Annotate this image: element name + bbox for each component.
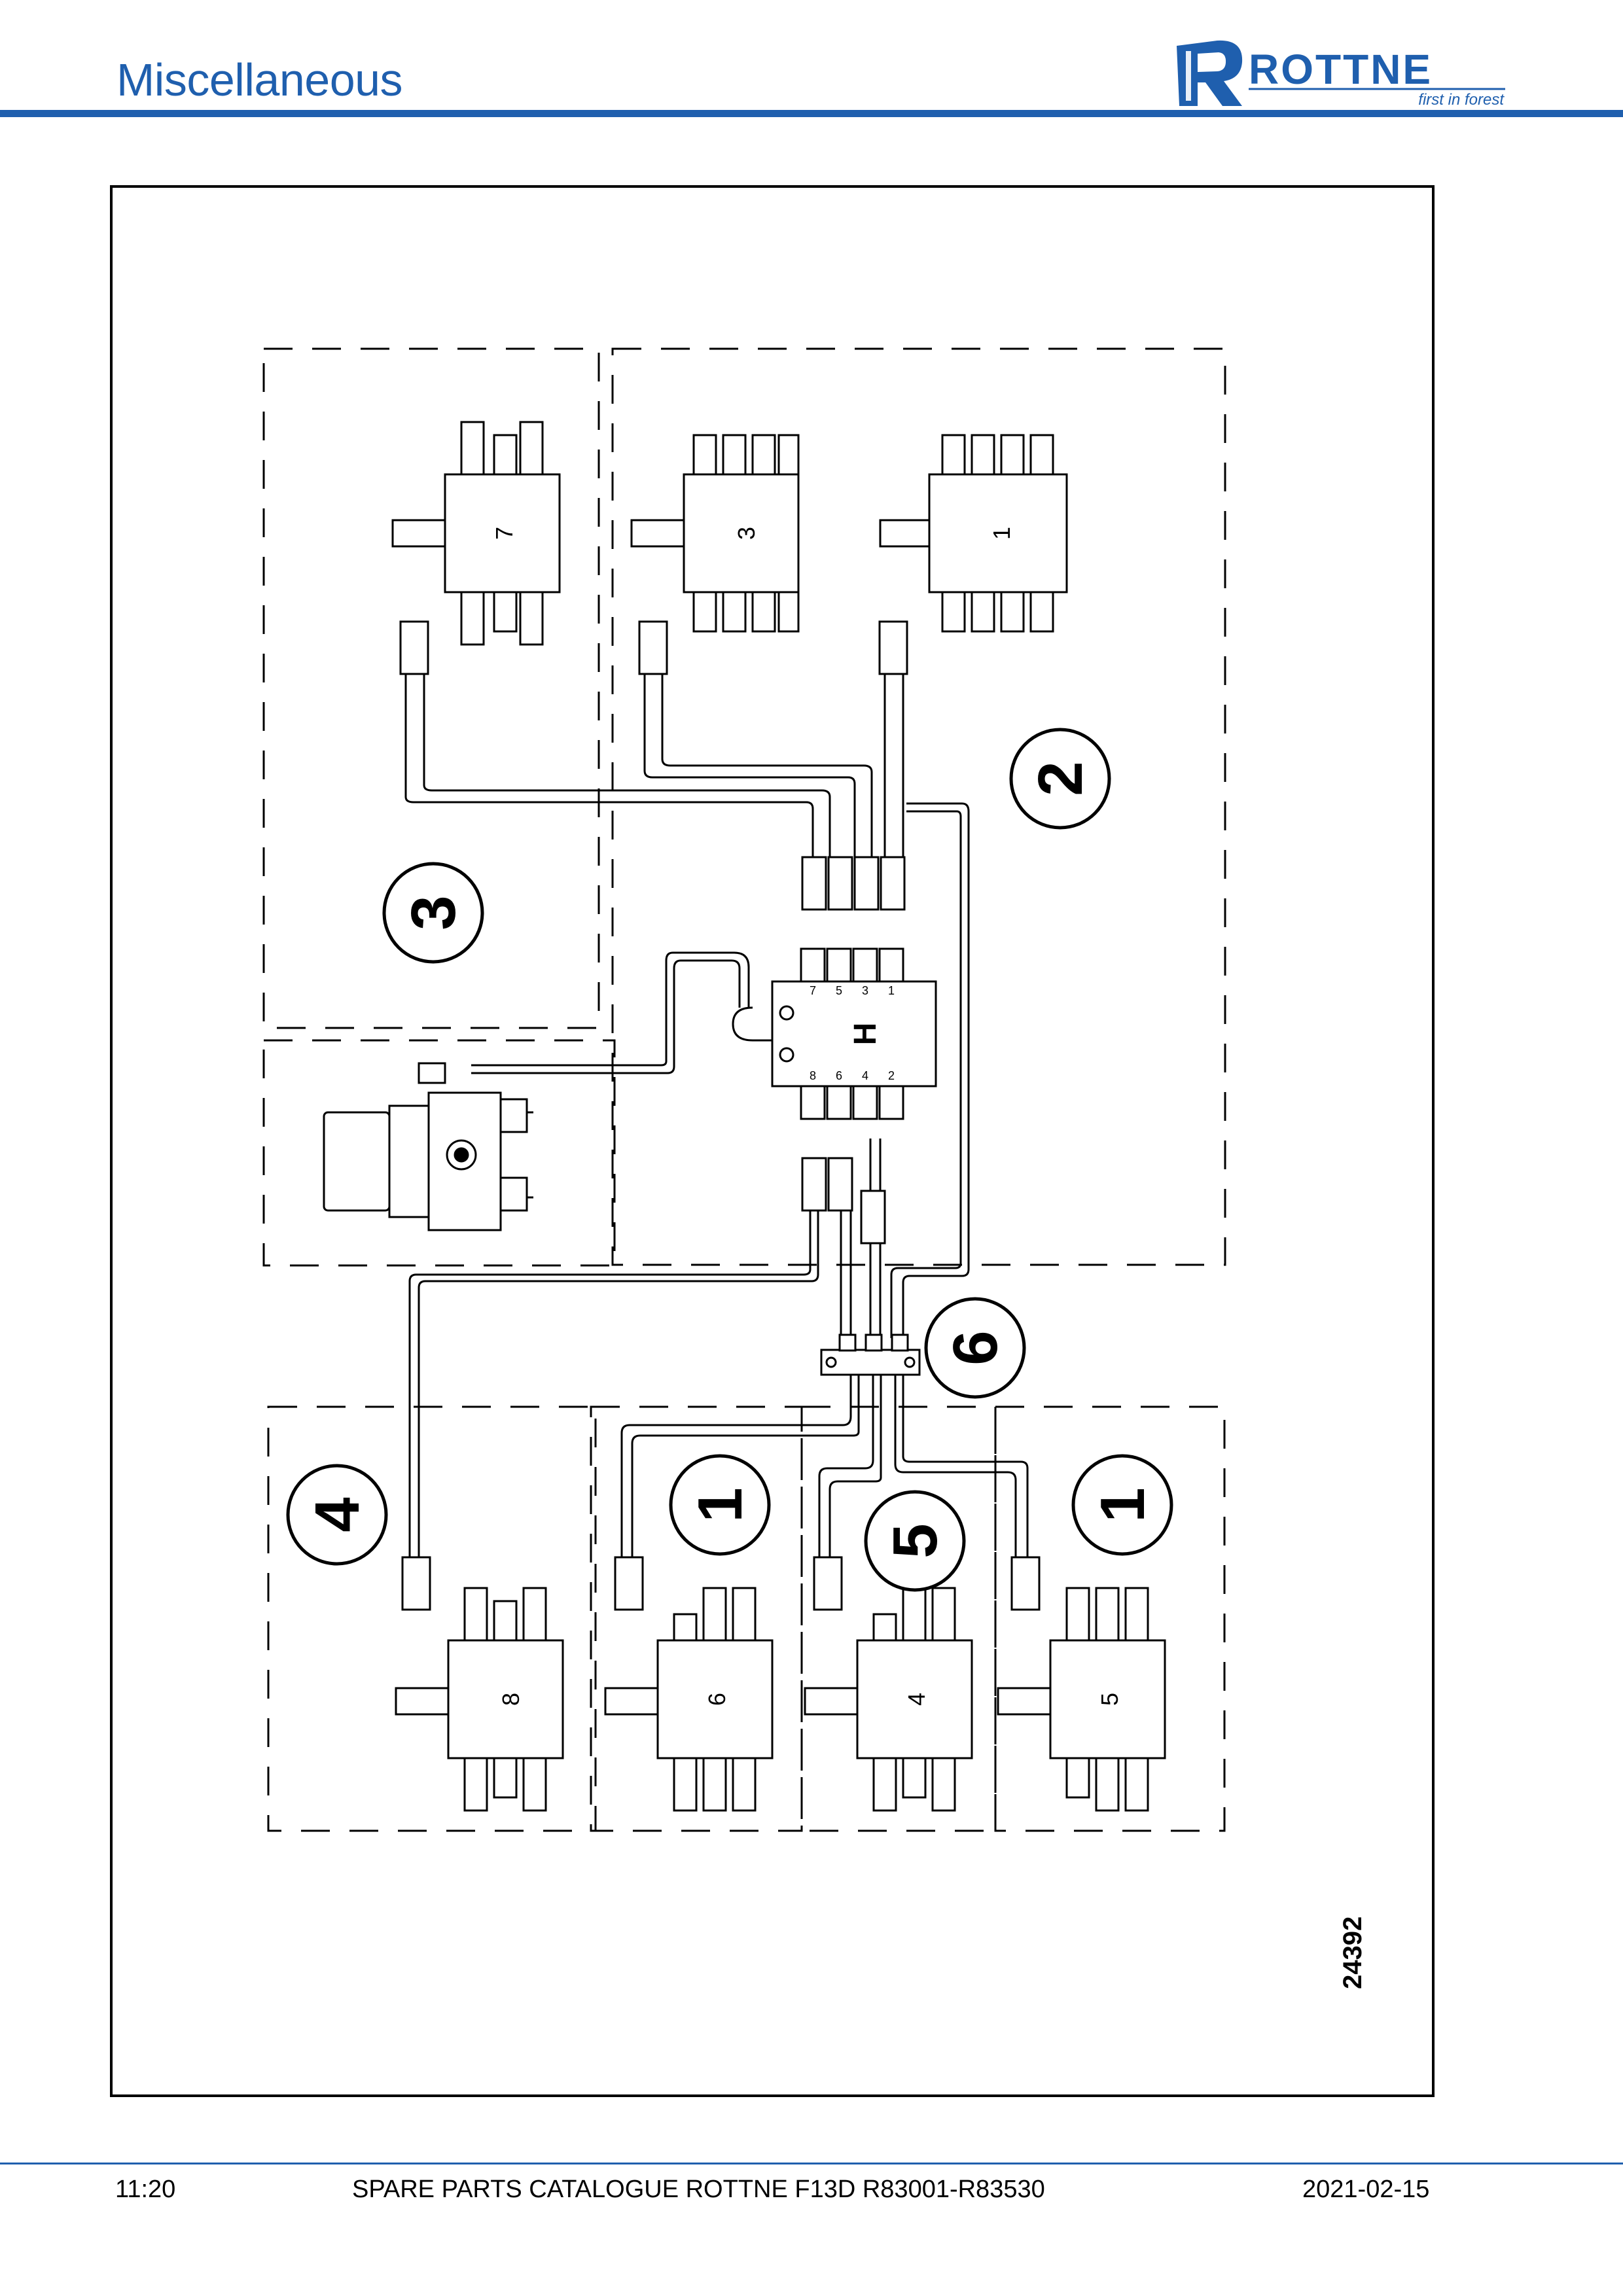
distributor-label-5: 5 xyxy=(1096,1693,1123,1706)
logo-mark-icon xyxy=(1177,40,1243,106)
group-label-3: 3 xyxy=(399,895,469,930)
brand-tagline: first in forest xyxy=(1418,91,1505,109)
distributor-label-6: 6 xyxy=(704,1693,730,1706)
header-divider xyxy=(0,110,1623,117)
inlet-elbows xyxy=(391,519,1052,1716)
block-fittings xyxy=(460,421,1149,1812)
splitter-block xyxy=(820,1333,921,1376)
group-4-boundary xyxy=(267,1405,597,1832)
group-1b-boundary xyxy=(994,1405,1226,1832)
document-date: 2021-02-15 xyxy=(1302,2176,1430,2203)
distributor-4 xyxy=(856,1639,973,1759)
distributor-blocks xyxy=(444,473,1166,1759)
port-number: 7 xyxy=(810,984,816,997)
distributor-label-8: 8 xyxy=(497,1693,524,1706)
group-label-2: 2 xyxy=(1026,761,1096,796)
group-1a-boundary xyxy=(590,1405,803,1832)
port-number: 8 xyxy=(810,1069,816,1082)
central-distributor-H xyxy=(732,947,937,1120)
drawing-number: 24392 xyxy=(1338,1916,1367,1989)
group-3-boundary xyxy=(262,347,600,1029)
group-label-4: 4 xyxy=(302,1497,372,1532)
hose-ferrules xyxy=(399,620,1041,1611)
group-label-1b: 1 xyxy=(1088,1487,1158,1522)
rottne-logo: ROTTNE first in forest xyxy=(1177,40,1505,109)
brand-name: ROTTNE xyxy=(1249,46,1433,93)
group-boundaries xyxy=(262,347,1226,1832)
port-number: 1 xyxy=(888,984,895,997)
distributor-label-3: 3 xyxy=(733,527,760,540)
footer-divider xyxy=(0,2163,1623,2164)
pump-unit xyxy=(323,1062,533,1231)
drawing-frame xyxy=(110,185,1435,2097)
distributor-label-4: 4 xyxy=(903,1693,930,1706)
port-number: 3 xyxy=(862,984,868,997)
distributor-7 xyxy=(444,473,561,593)
port-number: 2 xyxy=(888,1069,895,1082)
page-number: 11:20 xyxy=(115,2176,176,2203)
port-number: 4 xyxy=(862,1069,868,1082)
port-number: 5 xyxy=(836,984,842,997)
group-label-6: 6 xyxy=(940,1330,1010,1365)
distributor-3 xyxy=(683,473,800,593)
catalogue-title: SPARE PARTS CATALOGUE ROTTNE F13D R83001… xyxy=(352,2176,1045,2203)
central-block-label: H xyxy=(848,1023,883,1046)
distributor-label-7: 7 xyxy=(491,527,518,540)
group-label-5: 5 xyxy=(880,1523,950,1558)
group-callouts xyxy=(286,728,1173,1592)
group-label-1: 1 xyxy=(685,1487,755,1522)
group-2-boundary xyxy=(611,347,1226,1266)
distributor-label-1: 1 xyxy=(988,527,1015,540)
port-number: 6 xyxy=(836,1069,842,1082)
pump-area-boundary xyxy=(262,1039,616,1267)
page-section-title: Miscellaneous xyxy=(116,54,403,105)
